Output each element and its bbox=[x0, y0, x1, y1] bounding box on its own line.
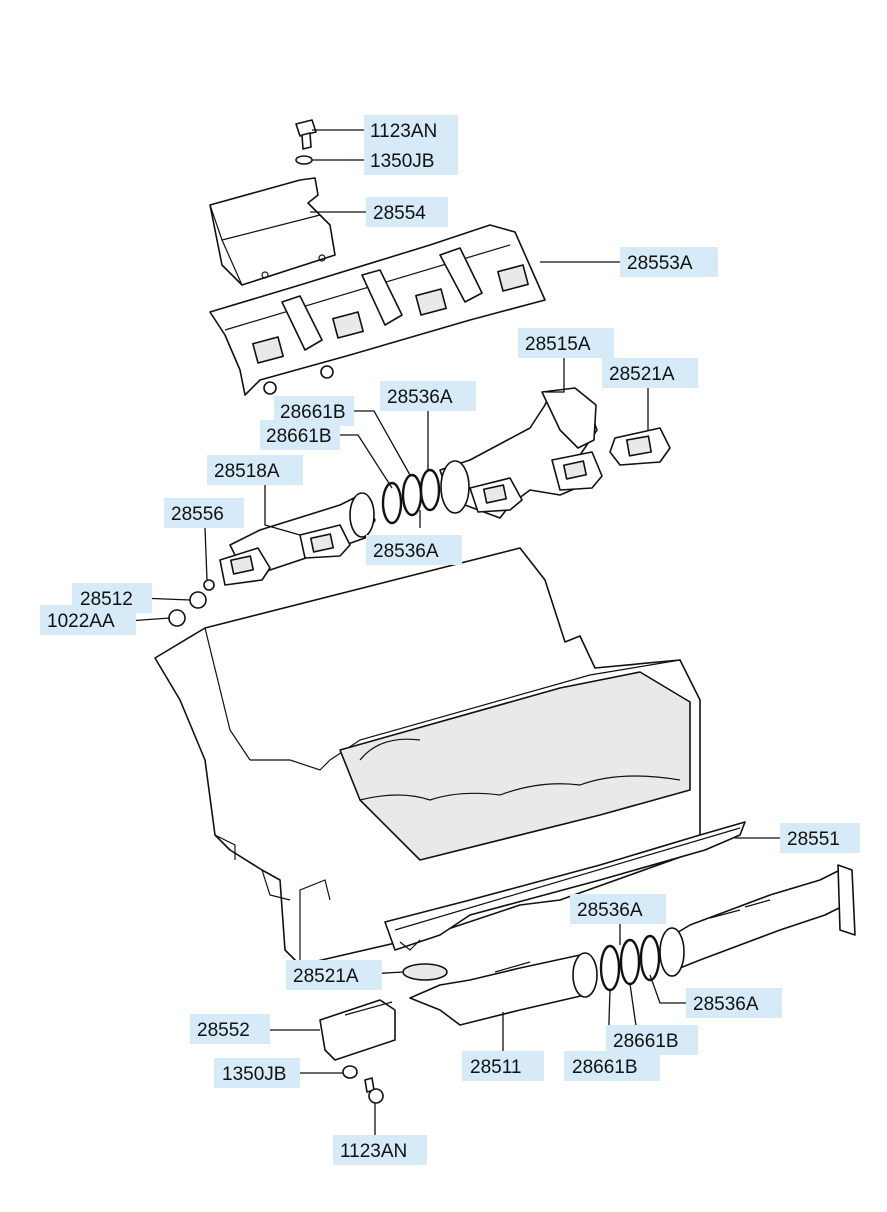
upper-right-manifold-28515a bbox=[439, 387, 603, 519]
part-label-28553a: 28553A bbox=[620, 247, 718, 277]
lower-heat-shield-28551 bbox=[384, 821, 746, 951]
ring-28556 bbox=[203, 579, 215, 591]
part-label-28536a-1: 28536A bbox=[380, 381, 476, 411]
gasket-28521a-upper bbox=[609, 427, 671, 466]
small-heat-shield-28554 bbox=[209, 177, 336, 286]
part-label-28511: 28511 bbox=[462, 1051, 544, 1081]
svg-text:1350JB: 1350JB bbox=[222, 1064, 286, 1085]
part-label-1022aa: 1022AA bbox=[40, 605, 136, 635]
part-label-28536a-4: 28536A bbox=[686, 988, 782, 1018]
part-label-1123an-top: 1123AN bbox=[364, 115, 458, 145]
svg-text:28521A: 28521A bbox=[293, 966, 359, 987]
part-label-28518a: 28518A bbox=[207, 455, 303, 485]
part-label-28521a-lower: 28521A bbox=[286, 960, 382, 990]
washer-1350jb-top bbox=[295, 155, 313, 165]
seal-rings-upper bbox=[381, 468, 441, 525]
lower-right-pipe bbox=[659, 864, 856, 977]
washer-1350jb-bottom bbox=[342, 1065, 358, 1079]
part-label-28552: 28552 bbox=[190, 1014, 270, 1044]
svg-text:28511: 28511 bbox=[470, 1057, 521, 1078]
svg-text:28551: 28551 bbox=[787, 829, 840, 850]
svg-text:28536A: 28536A bbox=[577, 900, 643, 921]
svg-text:28661B: 28661B bbox=[613, 1031, 679, 1052]
leader-lines bbox=[127, 129, 782, 1135]
part-label-28661b-2: 28661B bbox=[260, 420, 340, 450]
part-label-1123an-bottom: 1123AN bbox=[333, 1135, 427, 1165]
part-label-28661b-4: 28661B bbox=[564, 1051, 660, 1081]
part-label-28521a-upper: 28521A bbox=[602, 358, 698, 388]
cover-28552 bbox=[319, 999, 396, 1061]
svg-text:28661B: 28661B bbox=[572, 1057, 638, 1078]
svg-text:1123AN: 1123AN bbox=[340, 1141, 407, 1162]
nut-1022aa bbox=[168, 609, 186, 627]
part-label-1350jb-top: 1350JB bbox=[364, 145, 458, 175]
svg-text:28518A: 28518A bbox=[214, 461, 280, 482]
svg-text:28554: 28554 bbox=[373, 203, 426, 224]
svg-text:28536A: 28536A bbox=[387, 387, 453, 408]
svg-text:28661B: 28661B bbox=[266, 426, 332, 447]
svg-text:28512: 28512 bbox=[80, 589, 133, 610]
gasket-28521a-lower bbox=[402, 963, 448, 981]
seal-rings-lower bbox=[599, 934, 661, 992]
lower-pipe-28511 bbox=[409, 952, 598, 1026]
large-heat-shield-28553a bbox=[209, 224, 546, 396]
part-label-28554: 28554 bbox=[366, 197, 448, 227]
part-label-28551: 28551 bbox=[780, 823, 860, 853]
svg-text:28556: 28556 bbox=[171, 504, 224, 525]
svg-text:28553A: 28553A bbox=[627, 253, 693, 274]
part-label-28661b-3: 28661B bbox=[606, 1025, 698, 1055]
svg-text:28515A: 28515A bbox=[525, 334, 591, 355]
svg-text:28536A: 28536A bbox=[373, 541, 439, 562]
part-label-1350jb-bottom: 1350JB bbox=[214, 1058, 300, 1088]
part-label-28515a: 28515A bbox=[518, 328, 614, 358]
svg-text:1022AA: 1022AA bbox=[47, 611, 115, 632]
svg-text:28552: 28552 bbox=[197, 1020, 250, 1041]
svg-text:28536A: 28536A bbox=[693, 994, 759, 1015]
part-label-28536a-3: 28536A bbox=[570, 894, 666, 924]
upper-left-manifold-28518a bbox=[219, 492, 376, 586]
bolt-1123an-top bbox=[295, 119, 317, 150]
svg-text:1350JB: 1350JB bbox=[370, 151, 434, 172]
part-label-28536a-2: 28536A bbox=[366, 535, 462, 565]
part-label-28556: 28556 bbox=[164, 498, 244, 528]
bolt-1123an-bottom bbox=[364, 1077, 384, 1104]
svg-text:28661B: 28661B bbox=[280, 402, 346, 423]
svg-text:28521A: 28521A bbox=[609, 364, 675, 385]
svg-text:1123AN: 1123AN bbox=[370, 121, 437, 142]
nut-28512 bbox=[189, 591, 207, 609]
engine-block bbox=[154, 547, 701, 966]
